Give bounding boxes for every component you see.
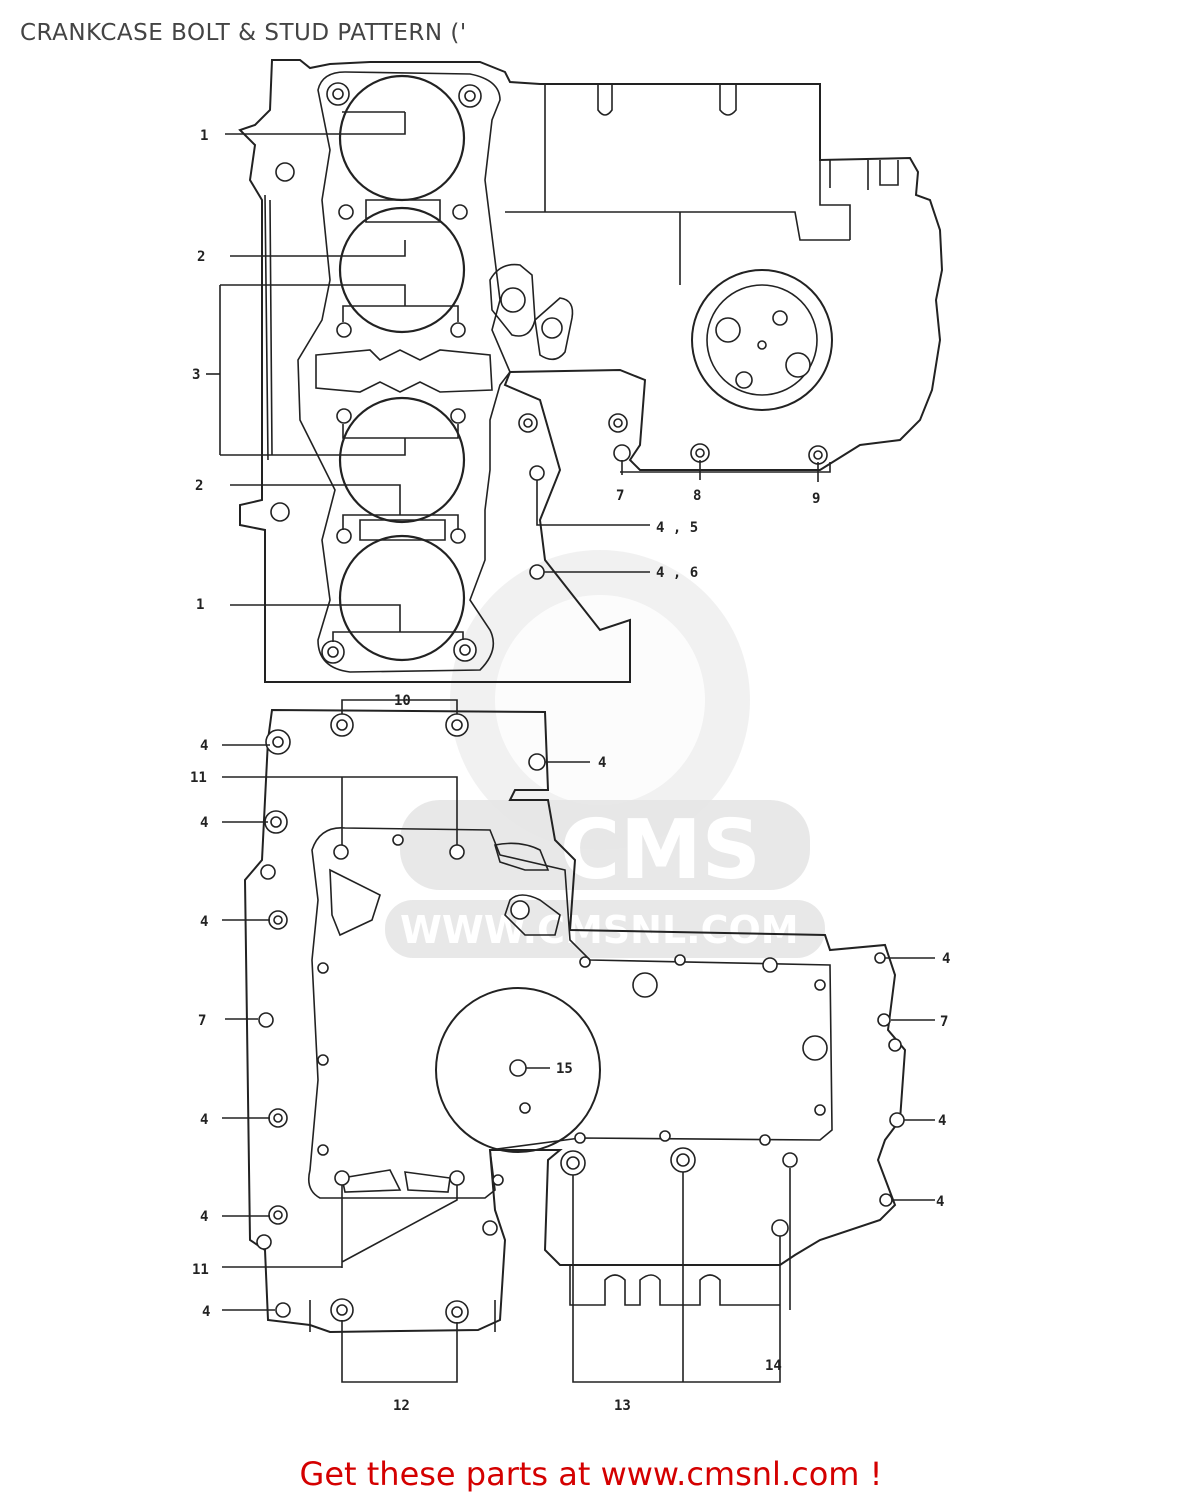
lower-case-outline [243, 708, 907, 1334]
diagram-title: CRANKCASE BOLT & STUD PATTERN (' [20, 20, 467, 46]
callout-4: 4 [598, 755, 606, 771]
cylinder-bore-2 [338, 206, 466, 334]
cylinder-bore-1 [338, 74, 466, 202]
lower-crankcase [243, 708, 907, 1334]
callout-10: 10 [394, 693, 411, 709]
callout-4: 4 [200, 914, 208, 930]
callout-2: 2 [195, 478, 203, 494]
callout-13: 13 [614, 1398, 631, 1414]
head-gasket-outline [297, 71, 511, 673]
callout-4: 4 [942, 951, 950, 967]
cylinder-bore-4 [338, 534, 466, 662]
cylinder-bore-3 [338, 396, 466, 524]
callout-11: 11 [192, 1262, 209, 1278]
callout-9: 9 [812, 491, 820, 507]
callout-7: 7 [940, 1014, 948, 1030]
upper-case-outline [238, 59, 944, 683]
lower-gasket-outline [307, 827, 833, 1199]
callout-4-5: 4 , 5 [656, 520, 698, 536]
watermark-brand: CMS [560, 803, 761, 898]
callout-4: 4 [200, 738, 208, 754]
callout-7: 7 [616, 488, 624, 504]
oil-pump-cover [435, 987, 601, 1153]
callout-4: 4 [200, 1209, 208, 1225]
callout-7: 7 [198, 1013, 206, 1029]
callout-4: 4 [936, 1194, 944, 1210]
callout-4: 4 [200, 1112, 208, 1128]
footer-link[interactable]: Get these parts at www.cmsnl.com ! [299, 1455, 883, 1493]
callout-4: 4 [200, 815, 208, 831]
callout-15: 15 [556, 1061, 573, 1077]
watermark-logo: CMS WWW.CMSNL.COM [385, 550, 825, 958]
callout-8: 8 [693, 488, 701, 504]
callout-1: 1 [196, 597, 204, 613]
callout-4: 4 [202, 1304, 210, 1320]
callout-12: 12 [393, 1398, 410, 1414]
upper-stud-holes [270, 82, 828, 664]
breather-plate-right [534, 297, 574, 361]
callout-14: 14 [765, 1358, 782, 1374]
callout-3: 3 [192, 367, 200, 383]
callout-11: 11 [190, 770, 207, 786]
lower-stud-holes [256, 713, 905, 1324]
upper-crankcase [238, 59, 944, 683]
generator-cover [691, 269, 833, 411]
callout-labels: 1 2 3 2 1 7 8 9 4 , 5 4 , 6 10 4 4 11 4 … [190, 128, 950, 1414]
callout-2: 2 [197, 249, 205, 265]
leader-lines [206, 111, 935, 1383]
callout-1: 1 [200, 128, 208, 144]
callout-4: 4 [938, 1113, 946, 1129]
callout-4-6: 4 , 6 [656, 565, 698, 581]
